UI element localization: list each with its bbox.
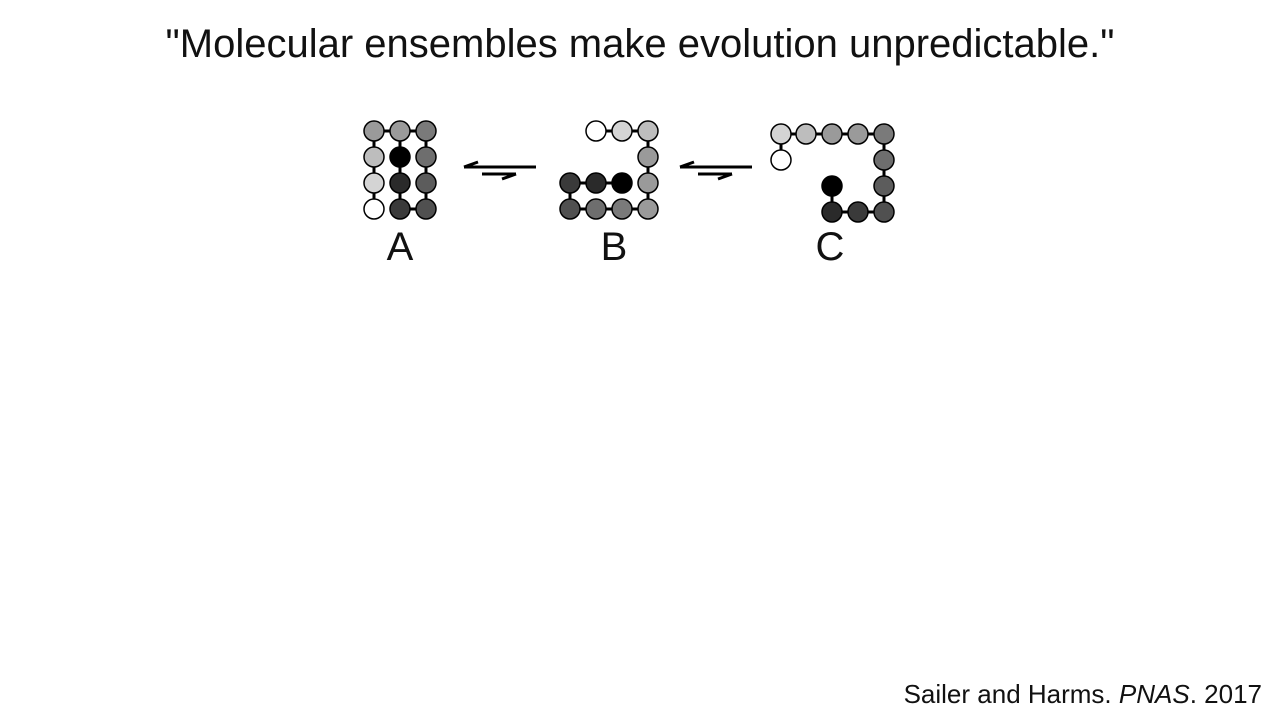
bead	[637, 146, 659, 168]
bead	[847, 123, 869, 145]
bead	[873, 149, 895, 171]
citation-journal: PNAS	[1118, 679, 1190, 709]
citation-year: . 2017	[1189, 679, 1262, 709]
bead	[611, 120, 633, 142]
bead	[585, 120, 607, 142]
bead	[559, 172, 581, 194]
slide-title: "Molecular ensembles make evolution unpr…	[165, 22, 1115, 66]
conformation-b	[568, 129, 650, 211]
bead	[821, 201, 843, 223]
bead	[847, 201, 869, 223]
bead	[389, 172, 411, 194]
bead	[770, 123, 792, 145]
bead	[795, 123, 817, 145]
bead	[873, 175, 895, 197]
bead	[363, 120, 385, 142]
bead	[363, 198, 385, 220]
bead	[389, 198, 411, 220]
conformation-c	[779, 132, 886, 214]
bead	[389, 120, 411, 142]
conformation-c-beads	[770, 123, 895, 223]
citation: Sailer and Harms. PNAS. 2017	[904, 679, 1262, 710]
state-label-b: B	[600, 225, 628, 269]
equilibrium-arrow-ab	[463, 160, 536, 181]
bead	[585, 198, 607, 220]
state-label-c: C	[815, 225, 845, 269]
bead	[821, 123, 843, 145]
conformation-a-beads	[363, 120, 437, 220]
bead	[637, 172, 659, 194]
bead	[389, 146, 411, 168]
bead	[415, 172, 437, 194]
bead	[415, 198, 437, 220]
citation-authors: Sailer and Harms.	[903, 679, 1119, 709]
bead	[611, 198, 633, 220]
state-label-a: A	[386, 225, 414, 269]
bead	[873, 123, 895, 145]
bead	[611, 172, 633, 194]
bead	[559, 198, 581, 220]
bead	[363, 172, 385, 194]
bead	[873, 201, 895, 223]
equilibrium-arrow-bc	[679, 160, 752, 181]
bead	[637, 198, 659, 220]
bead	[415, 120, 437, 142]
bead	[821, 175, 843, 197]
bead	[585, 172, 607, 194]
bead	[770, 149, 792, 171]
bead	[637, 120, 659, 142]
conformation-b-beads	[559, 120, 659, 220]
conformation-a	[372, 129, 428, 211]
bead	[415, 146, 437, 168]
bead	[363, 146, 385, 168]
